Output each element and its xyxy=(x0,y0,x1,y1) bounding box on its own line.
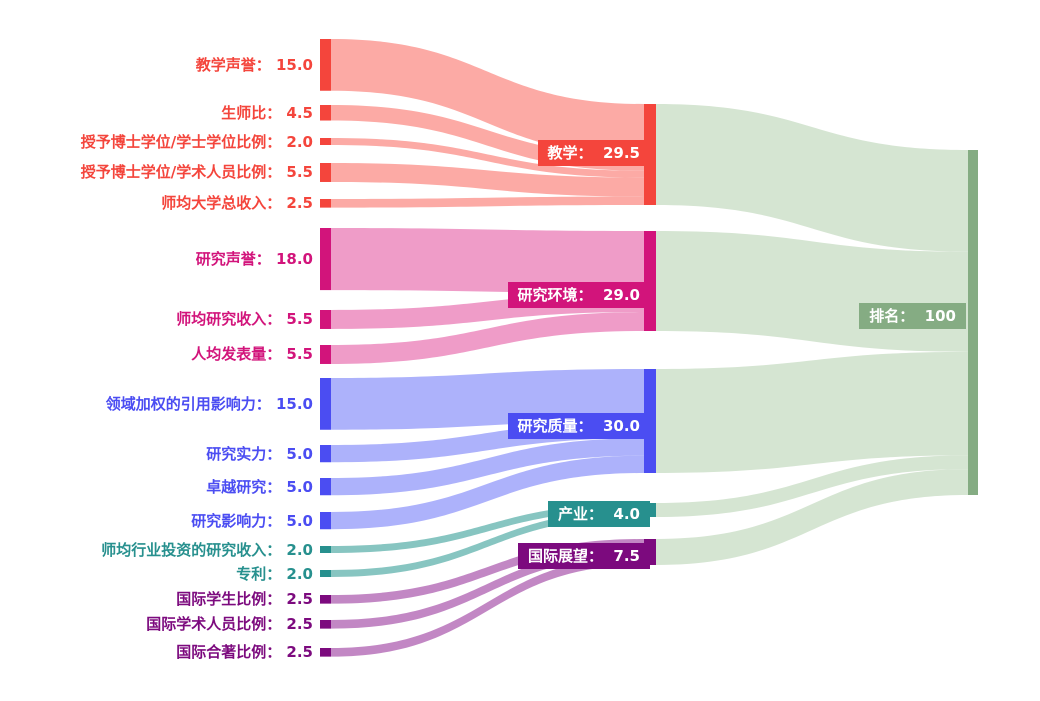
source-node xyxy=(320,163,331,182)
flow-research-quality-to-rank xyxy=(656,351,968,473)
flow-teaching-source xyxy=(331,196,644,208)
category-label-teaching: 教学： 29.5 xyxy=(537,140,650,166)
source-node xyxy=(320,648,331,657)
source-node xyxy=(320,105,331,121)
source-node xyxy=(320,445,331,463)
source-label: 专利： 2.0 xyxy=(236,564,313,583)
source-node xyxy=(320,310,331,329)
source-label: 生师比： 4.5 xyxy=(221,103,313,122)
source-node xyxy=(320,199,331,208)
category-node-research-environment xyxy=(644,231,656,331)
source-label: 卓越研究： 5.0 xyxy=(206,477,313,496)
category-label-research-environment: 研究环境： 29.0 xyxy=(507,282,650,308)
source-node xyxy=(320,512,331,530)
flow-international-outlook-source xyxy=(331,539,644,604)
source-node xyxy=(320,138,331,145)
category-label-industry: 产业： 4.0 xyxy=(547,501,650,527)
flow-international-outlook-source xyxy=(331,556,644,657)
flow-research-quality-source xyxy=(331,438,644,496)
source-label: 人均发表量： 5.5 xyxy=(191,345,313,364)
source-label: 国际学术人员比例： 2.5 xyxy=(146,615,313,634)
flow-industry-source xyxy=(331,503,644,553)
target-node-rank xyxy=(968,150,978,495)
category-label-international-outlook: 国际展望： 7.5 xyxy=(517,543,650,569)
flow-international-outlook-to-rank xyxy=(656,469,968,565)
source-node xyxy=(320,546,331,553)
flow-research-environment-source xyxy=(331,228,644,294)
source-node xyxy=(320,620,331,629)
source-node xyxy=(320,378,331,430)
flow-industry-to-rank xyxy=(656,455,968,517)
flow-international-outlook-source xyxy=(331,547,644,629)
source-node xyxy=(320,595,331,604)
category-label-research-quality: 研究质量： 30.0 xyxy=(507,413,650,439)
source-label: 授予博士学位/学士学位比例： 2.0 xyxy=(80,132,313,151)
flow-teaching-source xyxy=(331,138,644,178)
source-node xyxy=(320,570,331,577)
category-node-teaching xyxy=(644,104,656,205)
source-label: 研究实力： 5.0 xyxy=(206,444,313,463)
source-label: 国际学生比例： 2.5 xyxy=(176,590,313,609)
source-node xyxy=(320,345,331,364)
source-label: 教学声誉： 15.0 xyxy=(195,55,313,74)
flow-teaching-to-rank xyxy=(656,104,968,252)
source-label: 研究影响力： 5.0 xyxy=(191,511,313,530)
category-node-research-quality xyxy=(644,369,656,473)
source-label: 国际合著比例： 2.5 xyxy=(176,643,313,662)
source-label: 研究声誉： 18.0 xyxy=(195,250,313,269)
source-node xyxy=(320,228,331,291)
source-node xyxy=(320,478,331,496)
source-label: 师均行业投资的研究收入： 2.0 xyxy=(101,540,313,559)
source-label: 师均研究收入： 5.5 xyxy=(176,310,313,329)
source-label: 授予博士学位/学术人员比例： 5.5 xyxy=(80,163,313,182)
flow-industry-source xyxy=(331,510,644,577)
flow-teaching-source xyxy=(331,163,644,197)
source-label: 领域加权的引用影响力： 15.0 xyxy=(105,394,313,413)
flow-teaching-source xyxy=(331,39,644,156)
flow-research-quality-source xyxy=(331,455,644,530)
source-label: 师均大学总收入： 2.5 xyxy=(161,194,313,213)
target-label-rank: 排名： 100 xyxy=(859,303,966,329)
flow-research-environment-source xyxy=(331,312,644,364)
source-node xyxy=(320,39,331,91)
